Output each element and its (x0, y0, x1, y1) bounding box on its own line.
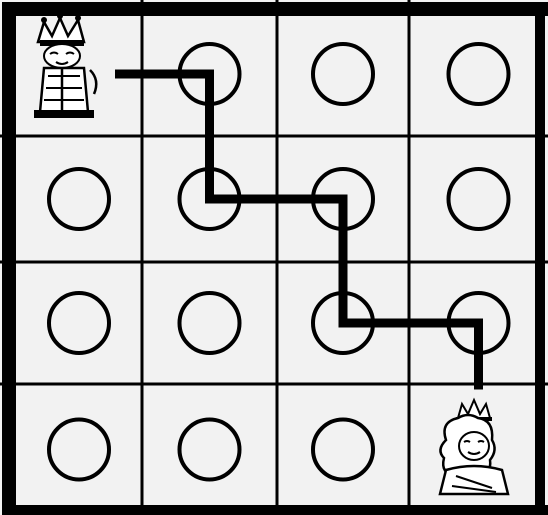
grid-cell (409, 0, 548, 136)
grid-cell (142, 262, 277, 384)
grid-cell (142, 384, 277, 515)
grid-cell (409, 136, 548, 262)
grid-cell (277, 0, 409, 136)
grid-cell (0, 262, 142, 384)
grid-cell (277, 384, 409, 515)
grid-cell (0, 136, 142, 262)
grid-cell (0, 384, 142, 515)
